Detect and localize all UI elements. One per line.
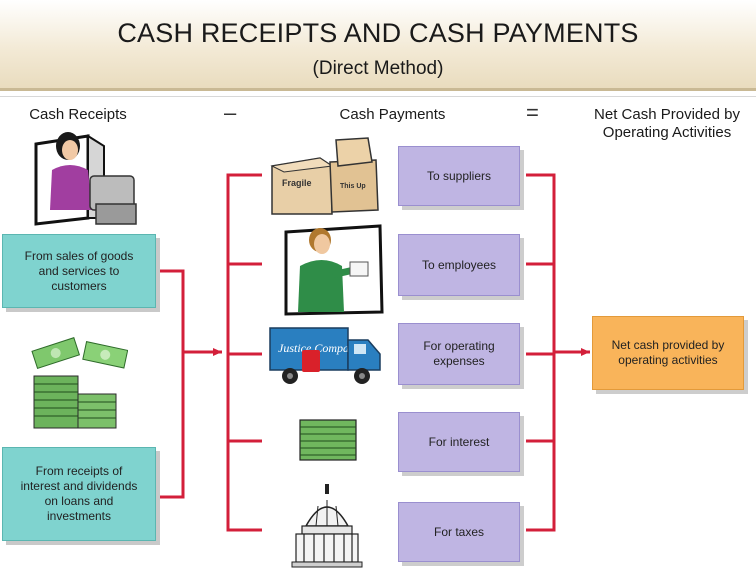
- cash-stack-icon: [299, 419, 357, 461]
- employee-icon: [284, 224, 384, 316]
- cardboard-boxes-icon: Fragile This Up: [270, 137, 379, 215]
- cash-payments-heading: Cash Payments: [339, 106, 446, 123]
- payment-box-operating-expenses: For operating expenses: [398, 323, 520, 385]
- page-subtitle: (Direct Method): [312, 58, 444, 79]
- capitol-building-icon: [291, 484, 363, 568]
- delivery-truck-icon: Justice Company: [269, 327, 381, 384]
- fragile-label: Fragile: [282, 178, 312, 188]
- receipt-box-sales: From sales of goods and services to cust…: [2, 234, 156, 308]
- this-up-label: This Up: [340, 183, 366, 190]
- minus-sign: –: [224, 100, 237, 125]
- receipt-box-interest-dividends: From receipts of interest and dividends …: [2, 447, 156, 541]
- money-stacks-icon: [31, 337, 128, 429]
- page-title: CASH RECEIPTS AND CASH PAYMENTS: [117, 18, 639, 48]
- diagram-top-border: [0, 96, 756, 97]
- payment-box-taxes: For taxes: [398, 502, 520, 562]
- title-banner-rule: [0, 88, 756, 91]
- cash-receipts-heading: Cash Receipts: [29, 106, 127, 123]
- equals-sign: =: [526, 100, 539, 125]
- payment-box-interest: For interest: [398, 412, 520, 472]
- net-cash-heading: Net Cash Provided by Operating Activitie…: [594, 106, 740, 141]
- payment-box-employees: To employees: [398, 234, 520, 296]
- truck-logo-label: Justice Company: [278, 341, 361, 355]
- payment-box-suppliers: To suppliers: [398, 146, 520, 206]
- title-banner: [0, 0, 756, 88]
- woman-at-computer-icon: [34, 132, 137, 226]
- result-box-net-cash: Net cash provided by operating activitie…: [592, 316, 744, 390]
- receipts-bracket: [157, 269, 185, 499]
